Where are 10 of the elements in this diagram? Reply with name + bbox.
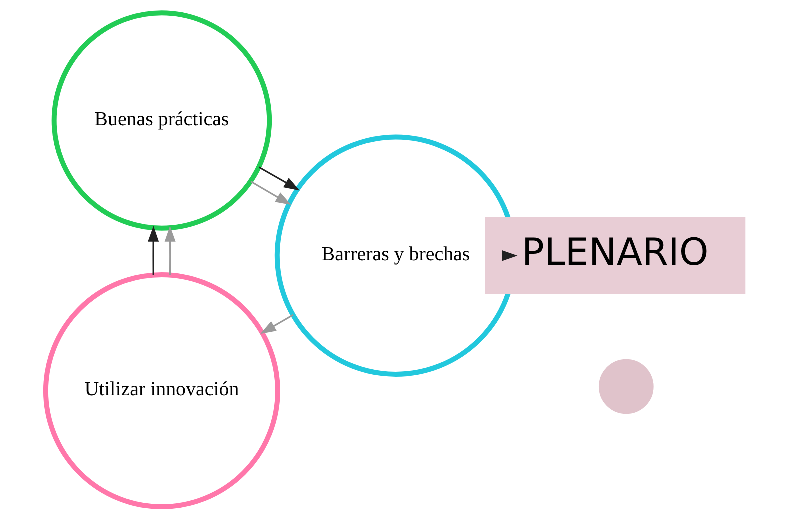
arrow — [260, 314, 294, 334]
arrow — [502, 250, 518, 262]
arrow — [250, 181, 291, 206]
node-circle: Utilizar innovación — [42, 272, 280, 510]
node-box: PLENARIO — [484, 217, 746, 295]
arrow — [164, 226, 176, 276]
node-circle — [598, 359, 654, 414]
arrow — [258, 166, 300, 191]
arrow — [148, 226, 159, 276]
node-circle: Buenas prácticas — [51, 10, 272, 231]
